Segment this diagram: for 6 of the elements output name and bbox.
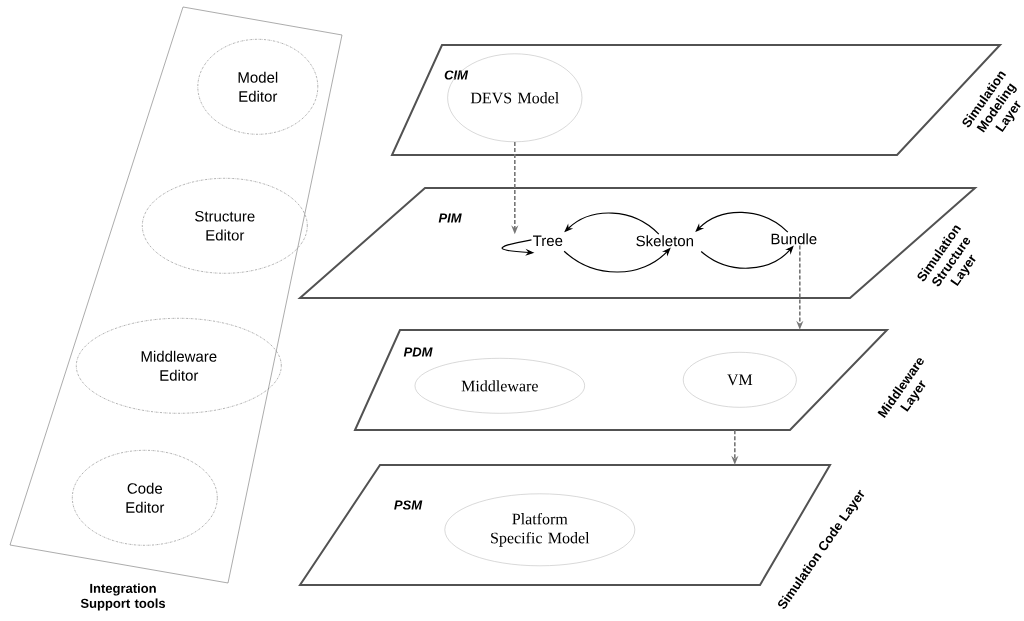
structure-label: Skeleton bbox=[636, 235, 693, 247]
structure-label: Tree bbox=[533, 235, 563, 246]
arrow bbox=[695, 211, 789, 233]
node-label: Integration Support tools bbox=[80, 583, 166, 611]
structure-label: Bundle bbox=[771, 233, 817, 245]
arrow bbox=[564, 212, 660, 235]
